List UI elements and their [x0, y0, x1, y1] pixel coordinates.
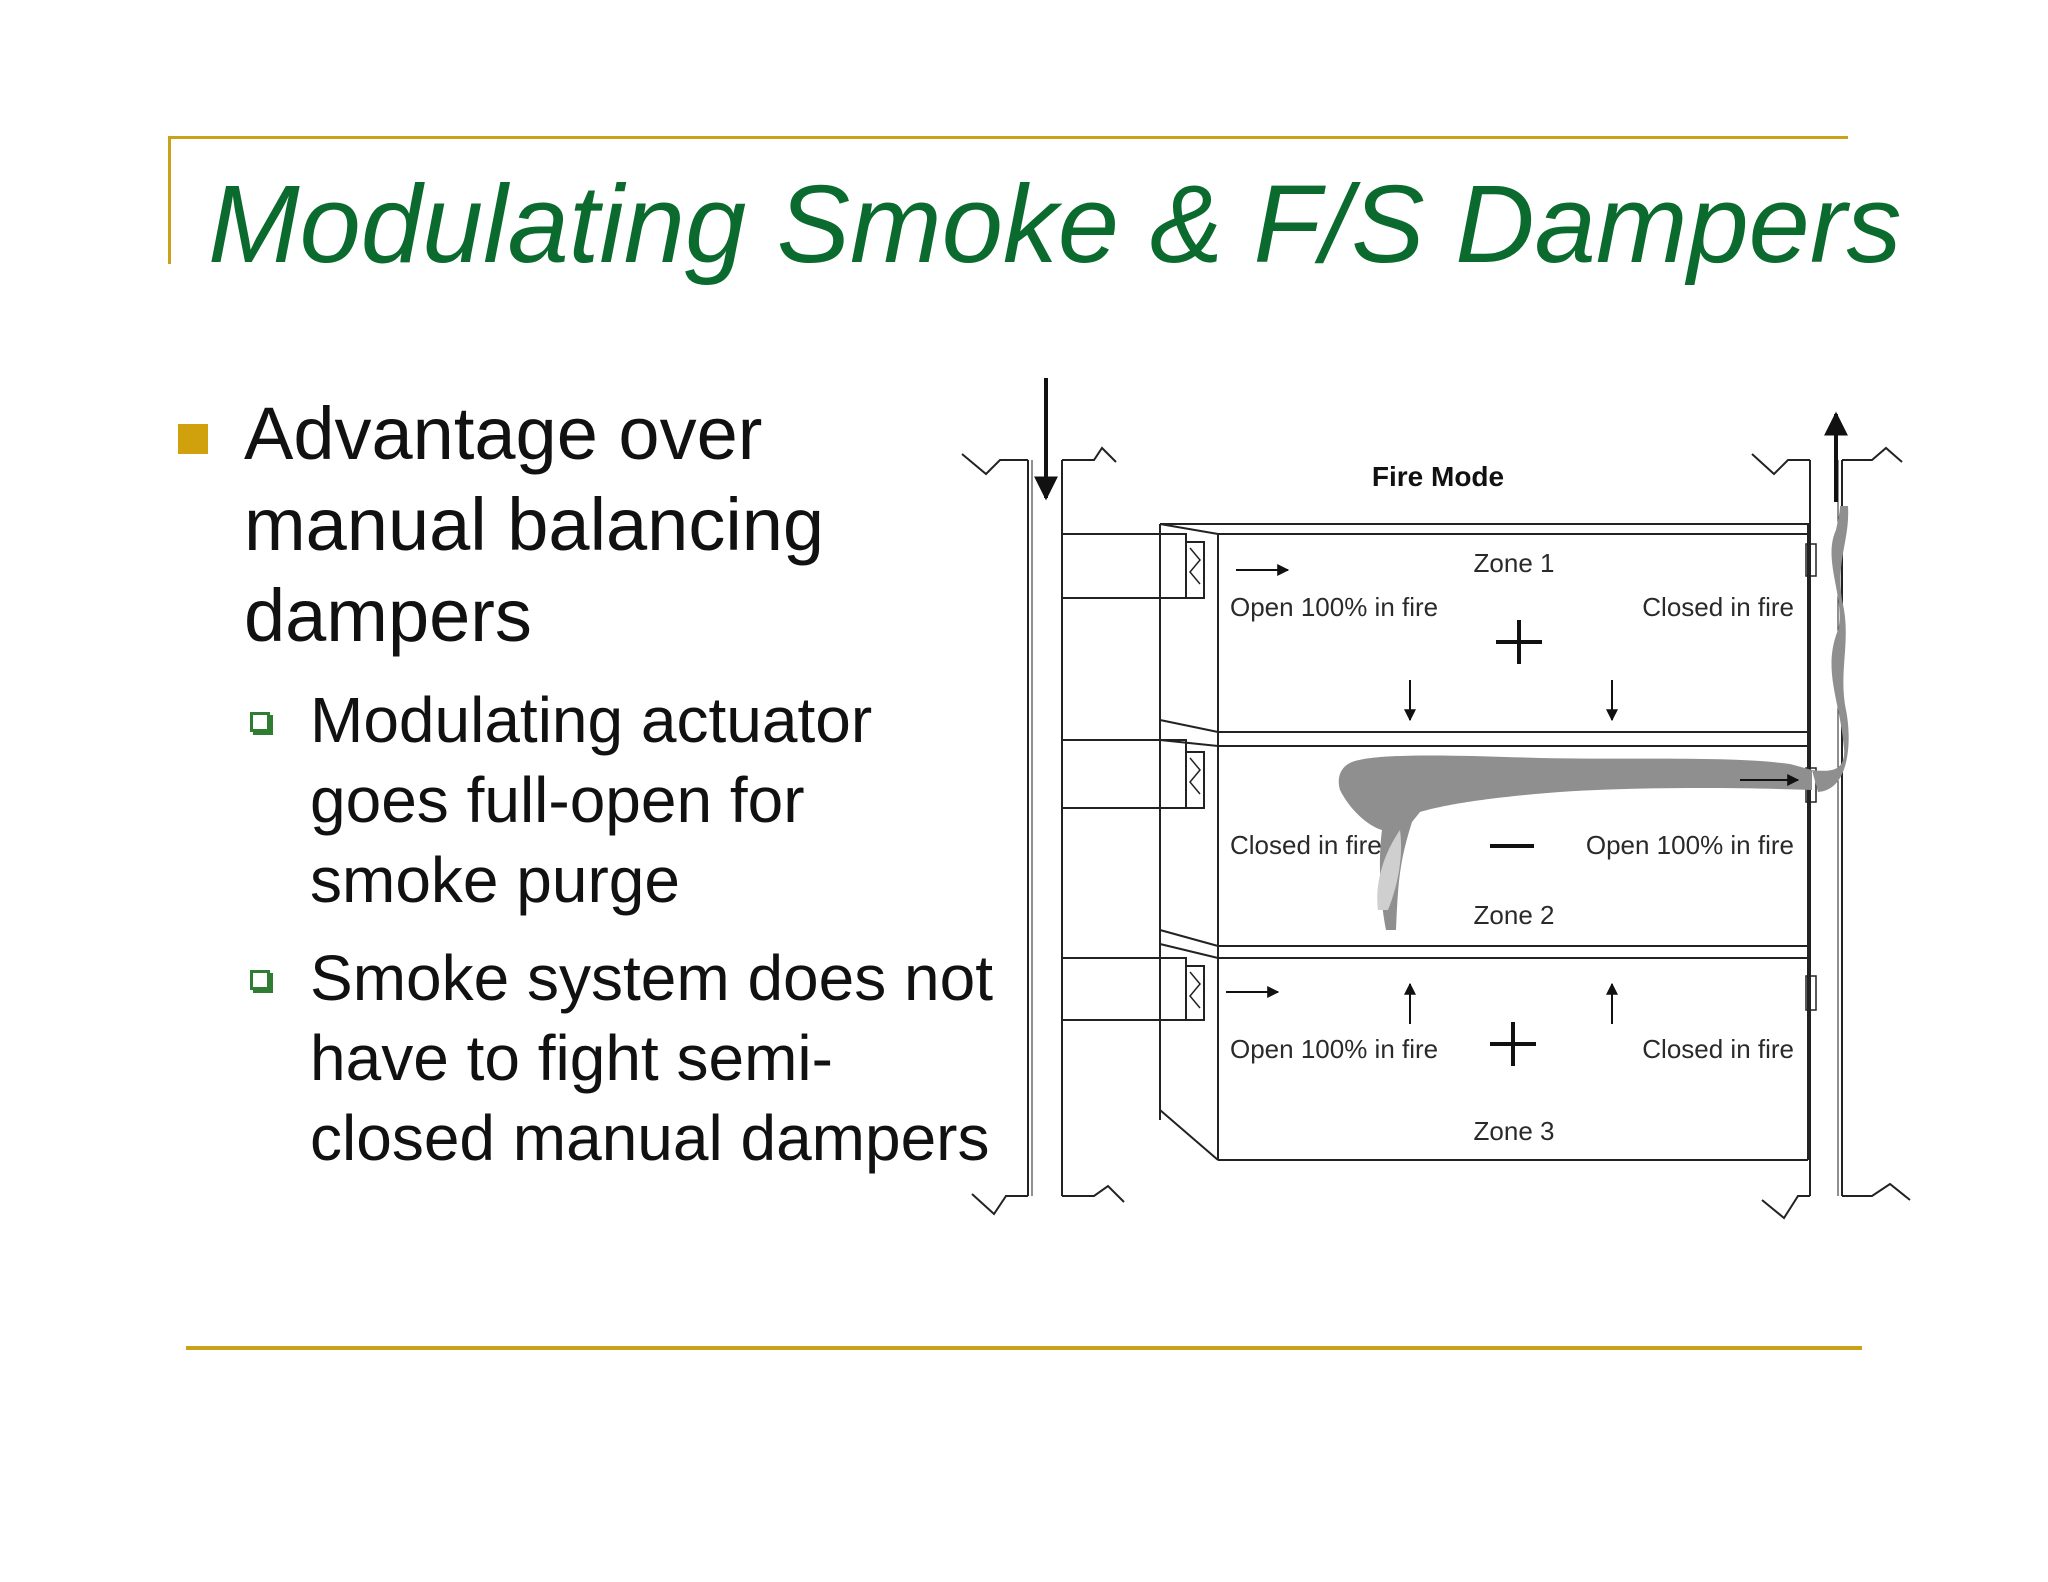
- zone-3-supply-label: Open 100% in fire: [1230, 1034, 1438, 1064]
- zone-1-exhaust-label: Closed in fire: [1642, 592, 1794, 622]
- zone-3-exhaust-label: Closed in fire: [1642, 1034, 1794, 1064]
- zone-1-supply-label: Open 100% in fire: [1230, 592, 1438, 622]
- bottom-rule: [186, 1346, 1862, 1350]
- title-rule-top: [168, 136, 1848, 139]
- zone-2-exhaust-label: Open 100% in fire: [1586, 830, 1794, 860]
- zone-arrows: [1226, 564, 1800, 1024]
- slide-title: Modulating Smoke & F/S Dampers: [208, 163, 1902, 286]
- smoke-plume: [1338, 506, 1849, 930]
- sub-bullet-icon: [250, 970, 270, 990]
- bullet-text: Advantage over manual balancing dampers: [244, 392, 825, 657]
- sub-bullet-icon: [250, 712, 270, 732]
- zone-1-label: Zone 1: [1474, 548, 1555, 578]
- title-rule-left: [168, 136, 171, 264]
- sub-bullet-text-1: Modulating actuator goes full-open for s…: [310, 684, 873, 916]
- zone-2-supply-label: Closed in fire: [1230, 830, 1382, 860]
- pressure-symbols: [1490, 620, 1542, 1066]
- supply-ducts: [1061, 533, 1205, 1021]
- sub-bullet-text-2: Smoke system does not have to fight semi…: [310, 942, 993, 1174]
- supply-shaft: [961, 446, 1125, 1216]
- bullet-square-icon: [178, 424, 208, 454]
- zone-3-label: Zone 3: [1474, 1116, 1555, 1146]
- diagram-title: Fire Mode: [1372, 461, 1504, 492]
- fire-mode-diagram: Fire Mode Zone 1 Open 100% in fire Close…: [961, 378, 1911, 1220]
- zone-2-label: Zone 2: [1474, 900, 1555, 930]
